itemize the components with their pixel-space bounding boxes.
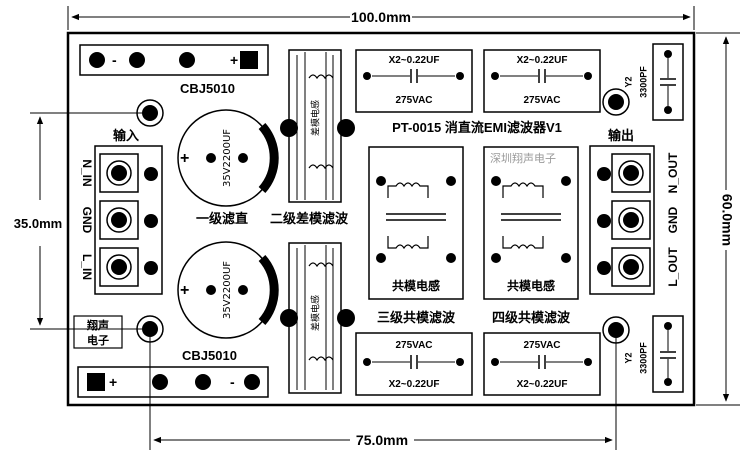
mounting-hole-bottom-right [602,316,630,344]
x2-top-left-value: X2~0.22UF [389,55,440,66]
logo-line2: 电子 [87,333,109,347]
bridge-rectifier-bottom: + - [77,366,269,398]
x2-top-left-voltage: 275VAC [395,95,432,106]
output-title: 输出 [608,128,634,143]
x2-bottom-left-voltage: 275VAC [395,340,432,351]
dimension-hole-pitch-y: 35.0mm [14,112,150,330]
diff-mode-inductor-top: 差模电感 [280,49,355,203]
bridge-bottom-minus-label: - [230,374,235,390]
common-mode-inductor-left: 共模电感 [368,146,464,300]
stage4-label: 四级共模滤波 [492,310,571,325]
x2-capacitor-bottom-right: 275VAC X2~0.22UF [483,332,601,396]
x2-capacitor-top-left: X2~0.22UF 275VAC [355,49,473,113]
cap-top-value: 35V2200UF [222,129,233,187]
input-pin-n: N_IN [80,159,94,186]
input-title: 输入 [113,128,139,143]
watermark: 深圳翔声电子 [490,151,556,165]
y2-top-type: Y2 [623,76,633,87]
bridge-rectifier-top: - + [79,44,269,76]
bridge-bottom-plus-label: + [109,374,117,390]
hole-pitch-x-label: 75.0mm [356,432,408,448]
x2-bottom-right-voltage: 275VAC [523,340,560,351]
logo-box: 翔声 电子 [73,315,123,349]
stage1-label: 一级滤直 [196,211,248,226]
diff-mode-inductor-bottom: 差模电感 [280,242,355,394]
cm-inductor-left-label: 共模电感 [392,278,440,293]
input-pin-gnd: GND [80,207,94,234]
width-label: 100.0mm [351,9,411,25]
y2-bottom-value: 3300PF [638,342,648,374]
dimension-width: 100.0mm [67,6,695,30]
cap-top-plus: + [180,150,189,167]
cm-inductor-right-label: 共模电感 [507,278,555,293]
bridge-top-label: CBJ5010 [180,81,235,96]
mounting-hole-top-right [602,88,630,116]
diff-inductor-top-label: 差模电感 [309,100,320,136]
mounting-hole-bottom-left [136,315,164,343]
output-pin-gnd: GND [666,206,680,233]
stage2-label: 二级差模滤波 [270,211,349,226]
height-label: 60.0mm [719,194,735,246]
common-mode-inductor-right: 共模电感 [483,146,579,300]
x2-capacitor-bottom-left: 275VAC X2~0.22UF [355,332,473,396]
electrolytic-capacitor-bottom: + 35V2200UF [177,241,279,339]
y2-capacitor-top: Y2 3300PF [623,43,684,121]
bridge-bottom-label: CBJ5010 [182,348,237,363]
output-pin-n: N_OUT [666,152,680,193]
output-pin-l: L_OUT [666,247,680,287]
hole-pitch-y-label: 35.0mm [14,216,62,231]
x2-top-right-voltage: 275VAC [523,95,560,106]
board-title: PT-0015 消直流EMI滤波器V1 [392,120,562,135]
dimension-hole-pitch-x: 75.0mm [149,336,617,450]
input-terminal-block [94,145,163,295]
x2-top-right-value: X2~0.22UF [517,55,568,66]
input-pin-l: L_IN [80,254,94,280]
x2-bottom-left-value: X2~0.22UF [389,379,440,390]
electrolytic-capacitor-top: + 35V2200UF [177,109,279,207]
y2-bottom-type: Y2 [623,352,633,363]
x2-bottom-right-value: X2~0.22UF [517,379,568,390]
y2-top-value: 3300PF [638,66,648,98]
board-outline [66,31,696,407]
cap-bottom-plus: + [180,282,189,299]
logo-line1: 翔声 [86,318,109,332]
dimension-height: 60.0mm [696,32,740,406]
bridge-top-minus-label: - [112,52,117,68]
mounting-hole-top-left [136,99,164,127]
stage3-label: 三级共模滤波 [377,310,456,325]
y2-capacitor-bottom: Y2 3300PF [623,315,684,393]
x2-capacitor-top-right: X2~0.22UF 275VAC [483,49,601,113]
bridge-top-plus-label: + [230,52,238,68]
cap-bottom-value: 35V2200UF [222,261,233,319]
output-terminal-block [589,145,655,295]
diff-inductor-bottom-label: 差模电感 [309,295,320,331]
